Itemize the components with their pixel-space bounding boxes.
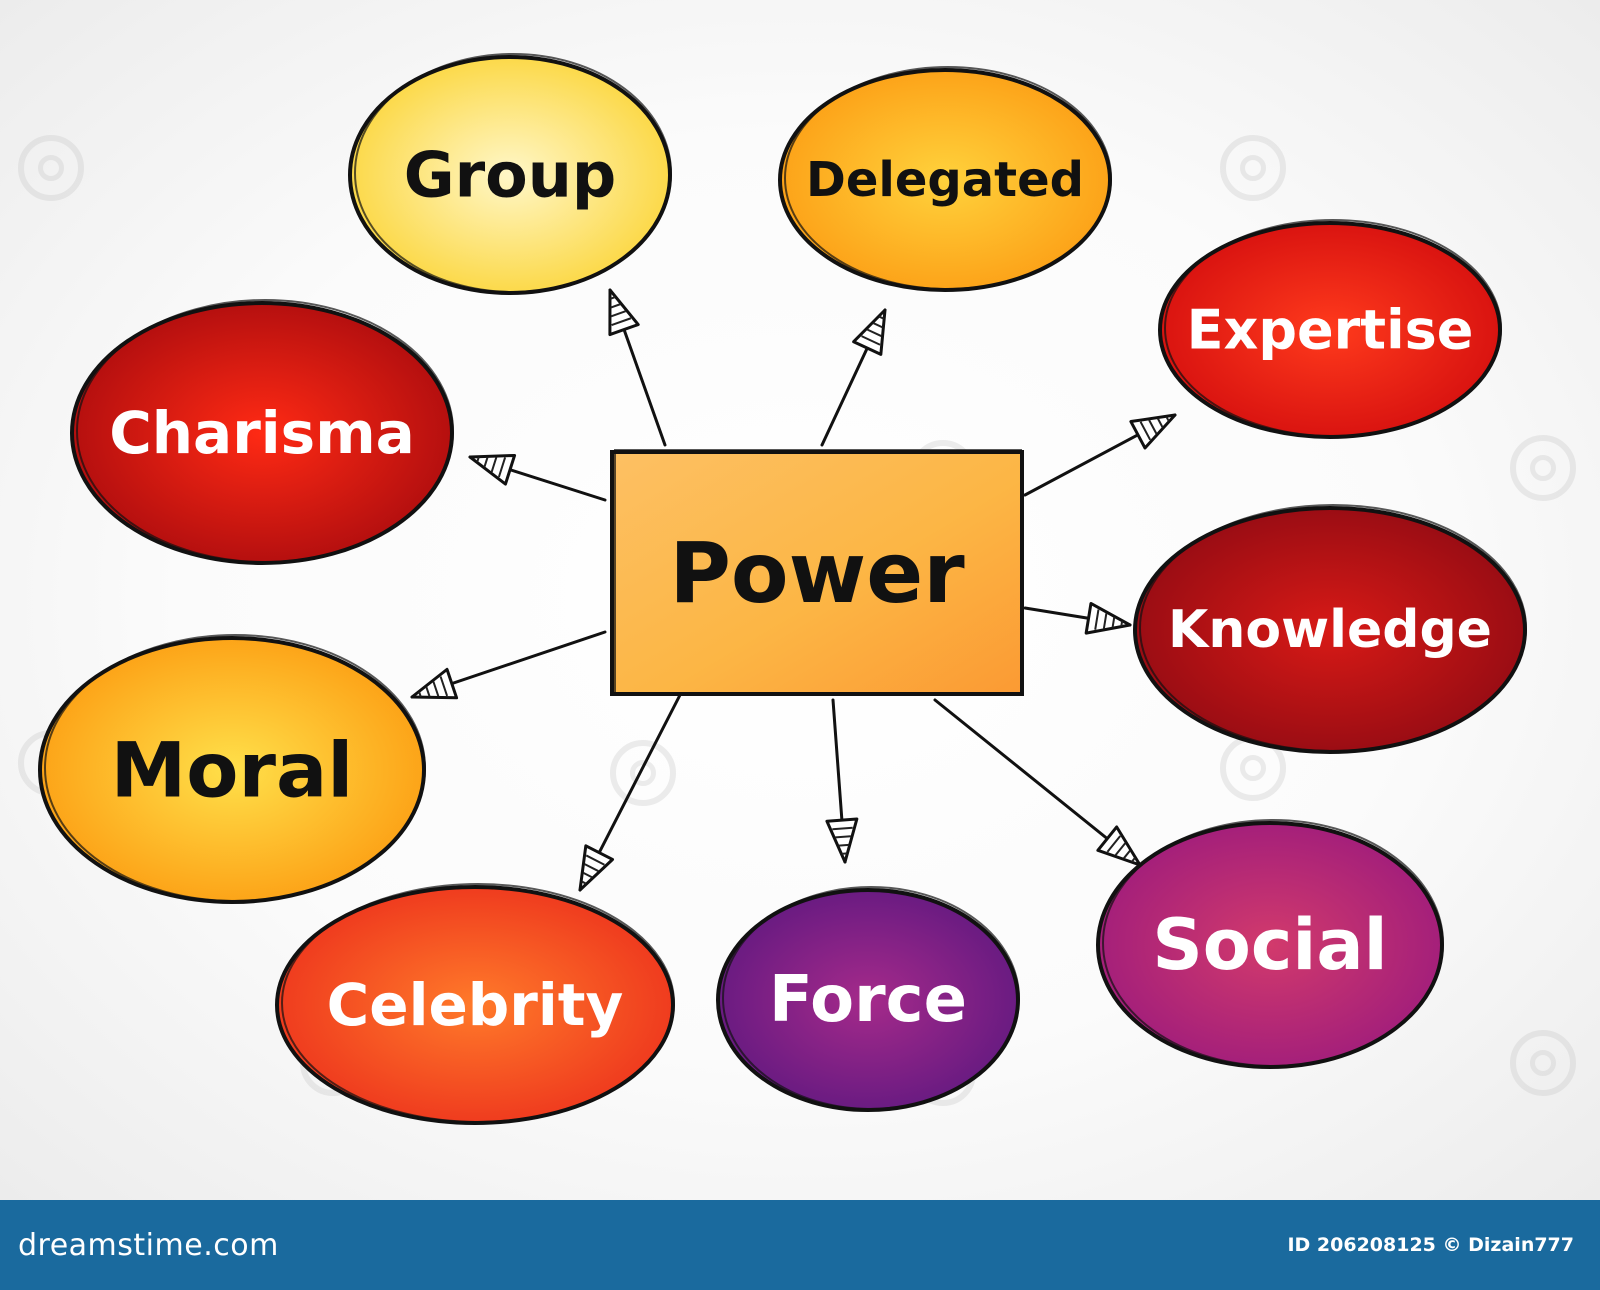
node-label-charisma: Charisma bbox=[109, 399, 415, 467]
center-box-power bbox=[610, 450, 1024, 696]
node-outline-celebrity bbox=[281, 883, 675, 1123]
node-outline-expertise bbox=[1164, 219, 1502, 437]
center-label-power: Power bbox=[669, 524, 965, 622]
node-outline-group bbox=[354, 53, 672, 293]
node-charisma: Charisma bbox=[70, 299, 454, 565]
arrowhead-hatch-expertise bbox=[1139, 416, 1170, 441]
watermark-spiral-icon bbox=[610, 740, 676, 806]
arrow-social bbox=[933, 698, 1142, 867]
arrowhead-hatch-social bbox=[1106, 835, 1136, 863]
node-outline-charisma bbox=[76, 299, 454, 563]
arrow-expertise bbox=[1023, 413, 1177, 497]
node-expertise: Expertise bbox=[1158, 219, 1502, 439]
node-outline-social bbox=[1102, 819, 1444, 1067]
node-celebrity: Celebrity bbox=[275, 883, 675, 1125]
node-label-knowledge: Knowledge bbox=[1168, 600, 1492, 660]
node-label-expertise: Expertise bbox=[1187, 299, 1474, 362]
arrow-knowledge bbox=[1023, 601, 1132, 635]
arrowhead-hatch-group bbox=[610, 296, 632, 327]
arrowhead-hatch-force bbox=[832, 826, 853, 855]
watermark-spiral-icon bbox=[1510, 1030, 1576, 1096]
footer-credit-text: ID 206208125 © Dizain777 bbox=[1287, 1234, 1574, 1256]
center-box-outline bbox=[614, 449, 1022, 695]
node-force: Force bbox=[716, 886, 1020, 1112]
mind-map-diagram: Group DelegatedExpertiseKnowledgeSocialFo… bbox=[38, 53, 1527, 1125]
node-outline-knowledge bbox=[1139, 504, 1527, 752]
arrowhead-hatch-moral bbox=[418, 676, 449, 698]
node-label-social: Social bbox=[1152, 904, 1387, 986]
node-outline-force bbox=[722, 886, 1020, 1110]
arrow-charisma bbox=[468, 453, 607, 502]
watermark-spiral-icon bbox=[1220, 135, 1286, 201]
footer-logo-text: dreamstime.com bbox=[18, 1227, 279, 1263]
arrowhead-hatch-knowledge bbox=[1094, 609, 1124, 630]
node-outline-delegated bbox=[784, 66, 1112, 290]
node-label-delegated: Delegated bbox=[806, 152, 1084, 208]
node-moral: Moral bbox=[38, 634, 426, 904]
node-label-group: Group bbox=[404, 139, 617, 212]
watermark-spiral-icon bbox=[18, 135, 84, 201]
node-social: Social bbox=[1096, 819, 1444, 1069]
node-label-force: Force bbox=[769, 963, 967, 1037]
edge-line-social bbox=[933, 698, 1142, 867]
arrowhead-force bbox=[825, 817, 859, 864]
arrow-moral bbox=[410, 630, 607, 700]
arrow-delegated bbox=[820, 308, 887, 447]
arrowhead-hatch-celebrity bbox=[581, 854, 605, 885]
watermark-spiral-icon bbox=[1510, 435, 1576, 501]
arrowhead-social bbox=[1096, 825, 1142, 867]
footer-bar: dreamstime.com ID 206208125 © Dizain777 bbox=[0, 1200, 1600, 1290]
arrow-celebrity bbox=[578, 693, 682, 892]
node-label-moral: Moral bbox=[111, 726, 354, 815]
arrowhead-knowledge bbox=[1084, 601, 1132, 635]
node-outline-moral bbox=[44, 634, 426, 902]
node-knowledge: Knowledge bbox=[1133, 504, 1527, 754]
arrowhead-hatch-charisma bbox=[476, 456, 507, 478]
node-group: Group bbox=[348, 53, 672, 295]
node-delegated: Delegated bbox=[778, 66, 1112, 292]
arrowhead-hatch-delegated bbox=[861, 315, 885, 346]
node-power: Power bbox=[610, 449, 1024, 696]
arrow-group bbox=[608, 288, 667, 447]
node-label-celebrity: Celebrity bbox=[327, 971, 624, 1039]
arrow-force bbox=[825, 698, 859, 864]
